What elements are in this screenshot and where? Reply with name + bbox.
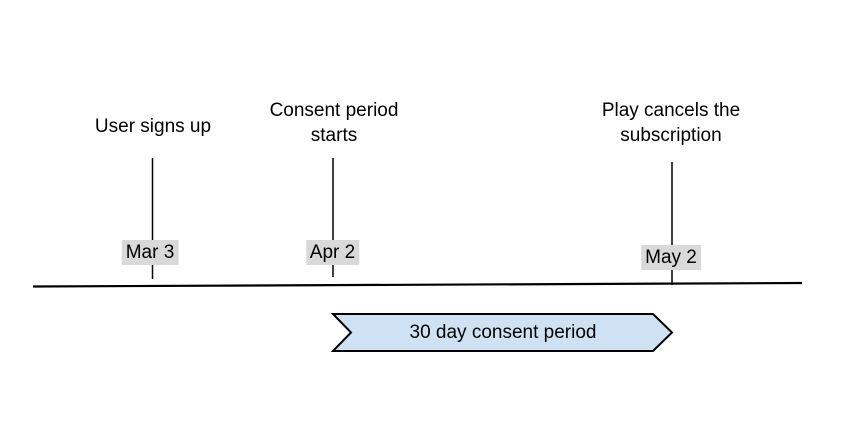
date-badge-mar-3: Mar 3	[121, 240, 179, 265]
event-label-consent-period-starts: Consent period starts	[269, 100, 399, 146]
date-badge-may-2: May 2	[641, 245, 701, 270]
consent-period-ribbon	[330, 313, 674, 352]
event-label-play-cancels-subscription: Play cancels the subscription	[601, 100, 741, 146]
consent-ribbon-label: 30 day consent period	[409, 322, 597, 343]
timeline-axis	[32, 281, 803, 288]
event-label-user-signs-up: User signs up	[94, 116, 212, 137]
date-badge-apr-2: Apr 2	[305, 240, 360, 265]
